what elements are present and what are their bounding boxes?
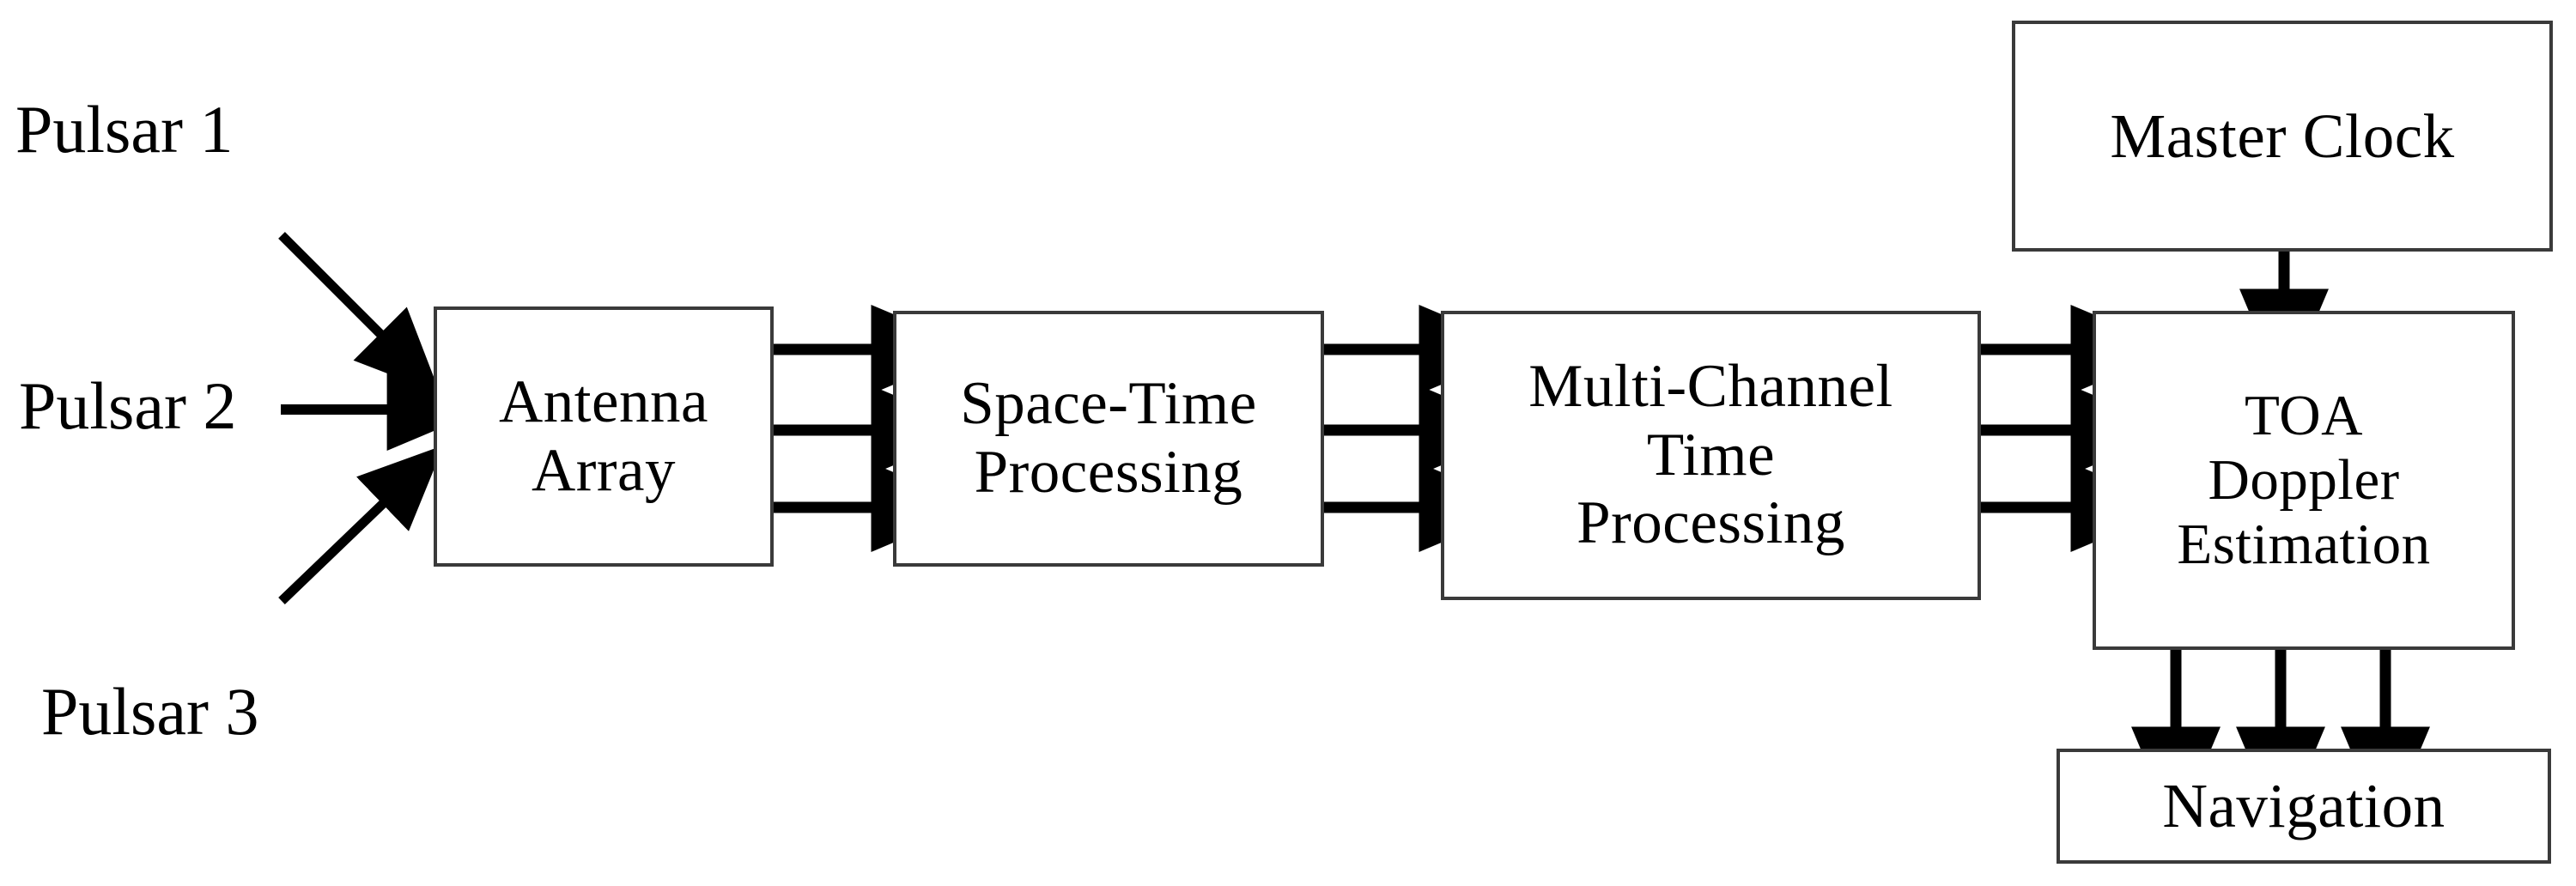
connector-pulsar1-to-antenna	[278, 232, 440, 394]
node-master-clock[interactable]: Master Clock	[2012, 21, 2553, 252]
node-toa-doppler-estimation-label: TOA Doppler Estimation	[2177, 383, 2431, 577]
node-space-time-processing-label: Space-Time Processing	[960, 370, 1257, 506]
node-multi-channel-time-processing[interactable]: Multi-Channel Time Processing	[1441, 311, 1981, 600]
source-label-pulsar-3: Pulsar 3	[41, 674, 259, 749]
node-toa-doppler-estimation[interactable]: TOA Doppler Estimation	[2093, 311, 2515, 650]
source-label-pulsar-2: Pulsar 2	[19, 368, 237, 443]
node-master-clock-label: Master Clock	[2110, 100, 2455, 171]
node-antenna-array[interactable]: Antenna Array	[434, 306, 774, 567]
source-label-pulsar-1: Pulsar 1	[15, 92, 234, 167]
node-space-time-processing[interactable]: Space-Time Processing	[893, 311, 1324, 567]
node-navigation[interactable]: Navigation	[2057, 749, 2551, 864]
node-antenna-array-label: Antenna Array	[498, 367, 709, 504]
node-multi-channel-time-processing-label: Multi-Channel Time Processing	[1528, 353, 1893, 557]
connector-pulsar3-to-antenna	[278, 445, 444, 604]
node-navigation-label: Navigation	[2162, 771, 2445, 841]
